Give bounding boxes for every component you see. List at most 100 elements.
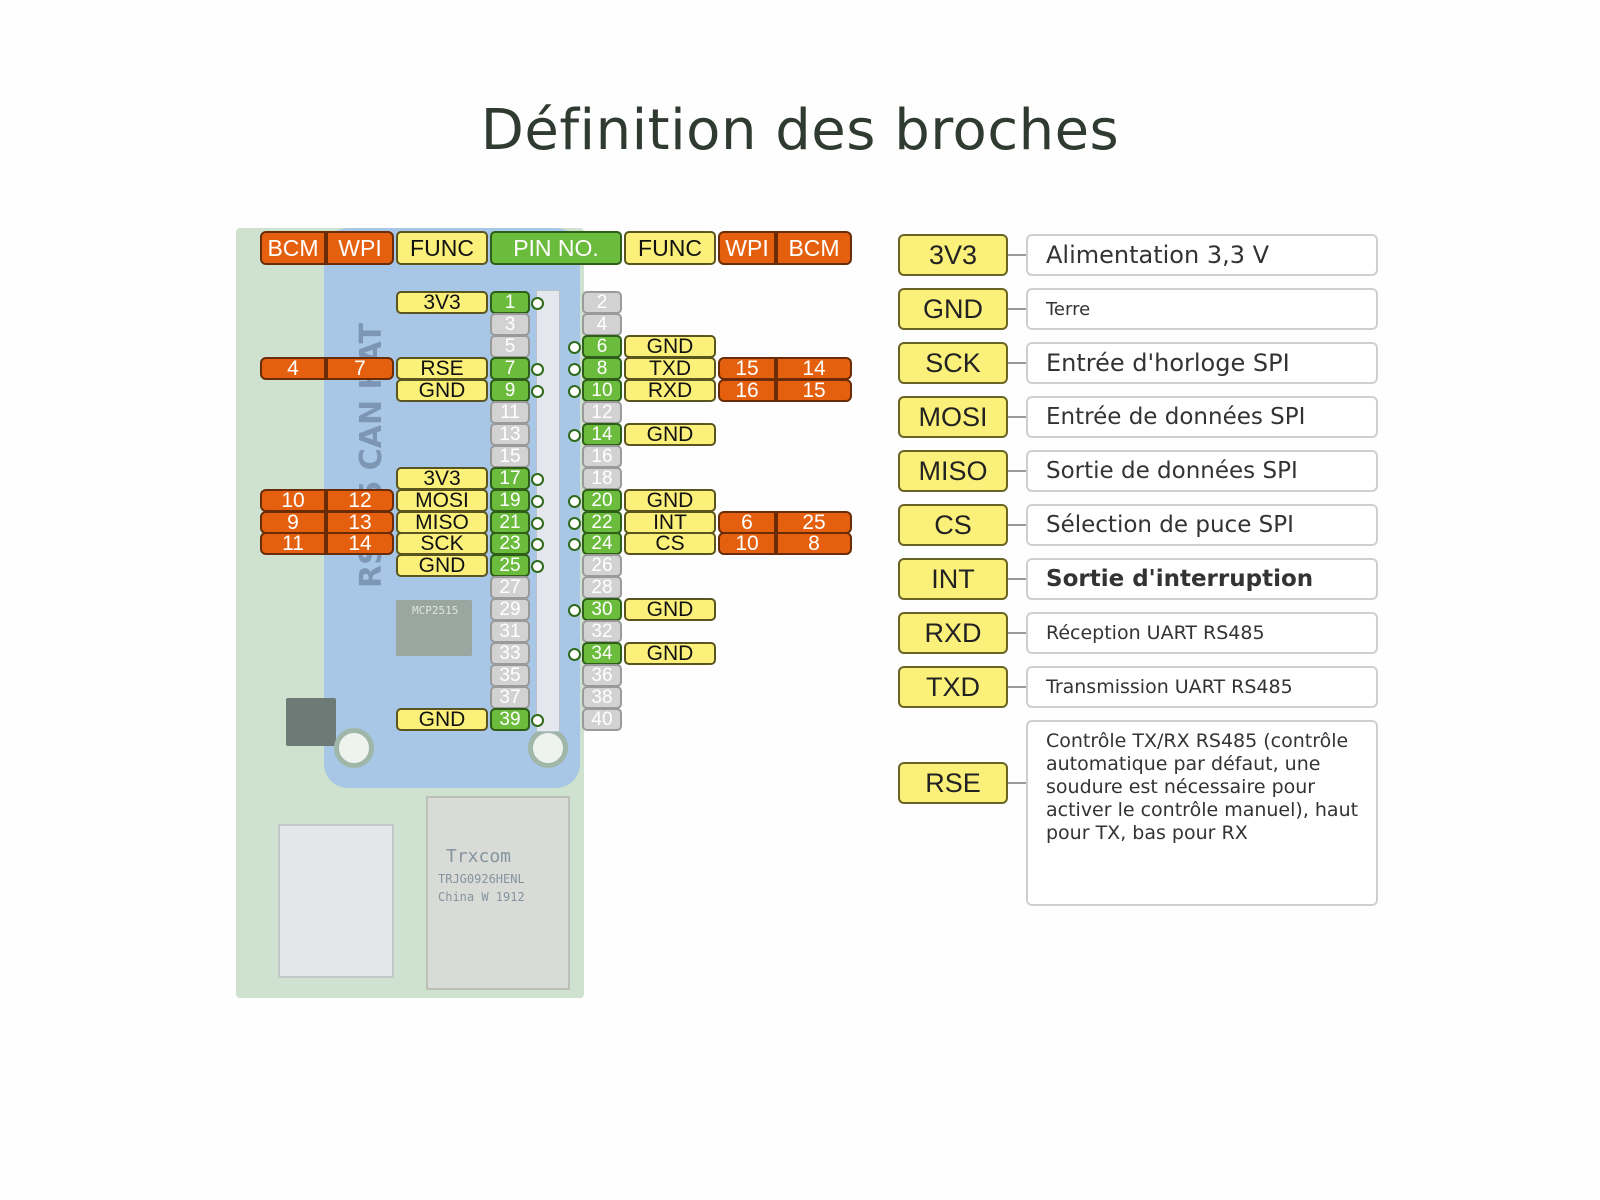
legend-connector-line [1008,782,1026,784]
header-right-func: FUNC [624,231,716,265]
pin-23: 23 [490,532,530,555]
can-controller-chip [396,600,472,656]
pin-33: 33 [490,642,530,665]
left-func-pin-19: MOSI [396,489,488,512]
pin-1: 1 [490,291,530,314]
pin-9-connector-dot [531,385,544,398]
right-func-pin-20: GND [624,489,716,512]
legend-desc-cs: Sélection de puce SPI [1026,504,1378,546]
left-wpi-pin-21: 13 [326,511,394,534]
right-func-pin-8: TXD [624,357,716,380]
left-func-pin-9: GND [396,379,488,402]
pin-8: 8 [582,357,622,380]
pin-5: 5 [490,335,530,358]
legend-desc-int: Sortie d'interruption [1026,558,1378,600]
pin-14: 14 [582,423,622,446]
legend-connector-line [1008,578,1026,580]
legend-key-rse: RSE [898,762,1008,804]
pin-34-connector-dot [568,648,581,661]
pin-38: 38 [582,686,622,709]
pin-39-connector-dot [531,714,544,727]
legend-desc-3v3: Alimentation 3,3 V [1026,234,1378,276]
left-func-pin-23: SCK [396,532,488,555]
ethernet-origin: China W 1912 [438,890,525,904]
legend-desc-gnd: Terre [1026,288,1378,330]
left-wpi-pin-23: 14 [326,532,394,555]
pin-10: 10 [582,379,622,402]
right-bcm-pin-22: 25 [776,511,852,534]
legend-connector-line [1008,524,1026,526]
pin-23-connector-dot [531,538,544,551]
pin-12: 12 [582,401,622,424]
pin-4: 4 [582,313,622,336]
pin-24: 24 [582,532,622,555]
left-func-pin-1: 3V3 [396,291,488,314]
pin-17-connector-dot [531,473,544,486]
legend-key-miso: MISO [898,450,1008,492]
pin-35: 35 [490,664,530,687]
legend-connector-line [1008,254,1026,256]
ethernet-part: TRJG0926HENL [438,872,525,886]
pin-26: 26 [582,554,622,577]
right-func-pin-34: GND [624,642,716,665]
legend-key-cs: CS [898,504,1008,546]
legend-key-mosi: MOSI [898,396,1008,438]
ethernet-port [426,796,570,990]
header-pin-no: PIN NO. [490,231,622,265]
right-func-pin-10: RXD [624,379,716,402]
usb-port [278,824,394,978]
right-wpi-pin-22: 6 [718,511,776,534]
pin-32: 32 [582,620,622,643]
pin-7-connector-dot [531,363,544,376]
header-left-wpi: WPI [326,231,394,265]
pin-24-connector-dot [568,538,581,551]
pin-21-connector-dot [531,517,544,530]
pin-40: 40 [582,708,622,731]
legend-key-3v3: 3V3 [898,234,1008,276]
pin-22-connector-dot [568,517,581,530]
pin-19: 19 [490,489,530,512]
ethernet-brand: Trxcom [446,846,512,867]
legend-connector-line [1008,416,1026,418]
left-func-pin-25: GND [396,554,488,577]
pin-15: 15 [490,445,530,468]
pin-25: 25 [490,554,530,577]
pin-7: 7 [490,357,530,380]
mount-hole-right [528,728,568,768]
pin-9: 9 [490,379,530,402]
left-func-pin-17: 3V3 [396,467,488,490]
gpio-header-strip [536,290,560,732]
pin-20: 20 [582,489,622,512]
pin-37: 37 [490,686,530,709]
pin-22: 22 [582,511,622,534]
right-bcm-pin-24: 8 [776,532,852,555]
left-func-pin-39: GND [396,708,488,731]
left-bcm-pin-7: 4 [260,357,326,380]
legend-connector-line [1008,362,1026,364]
legend-key-gnd: GND [898,288,1008,330]
right-bcm-pin-10: 15 [776,379,852,402]
right-bcm-pin-8: 14 [776,357,852,380]
pin-11: 11 [490,401,530,424]
right-func-pin-14: GND [624,423,716,446]
left-bcm-pin-19: 10 [260,489,326,512]
pin-31: 31 [490,620,530,643]
legend-desc-miso: Sortie de données SPI [1026,450,1378,492]
legend-connector-line [1008,632,1026,634]
legend-desc-rse: Contrôle TX/RX RS485 (contrôle automatiq… [1026,720,1378,906]
pin-39: 39 [490,708,530,731]
legend-desc-sck: Entrée d'horloge SPI [1026,342,1378,384]
legend-connector-line [1008,686,1026,688]
pin-27: 27 [490,576,530,599]
right-func-pin-22: INT [624,511,716,534]
pin-20-connector-dot [568,495,581,508]
legend-desc-rxd: Réception UART RS485 [1026,612,1378,654]
header-right-wpi: WPI [718,231,776,265]
pin-8-connector-dot [568,363,581,376]
mount-hole-left [334,728,374,768]
pin-6-connector-dot [568,341,581,354]
right-wpi-pin-24: 10 [718,532,776,555]
pin-19-connector-dot [531,495,544,508]
left-bcm-pin-23: 11 [260,532,326,555]
pin-1-connector-dot [531,297,544,310]
